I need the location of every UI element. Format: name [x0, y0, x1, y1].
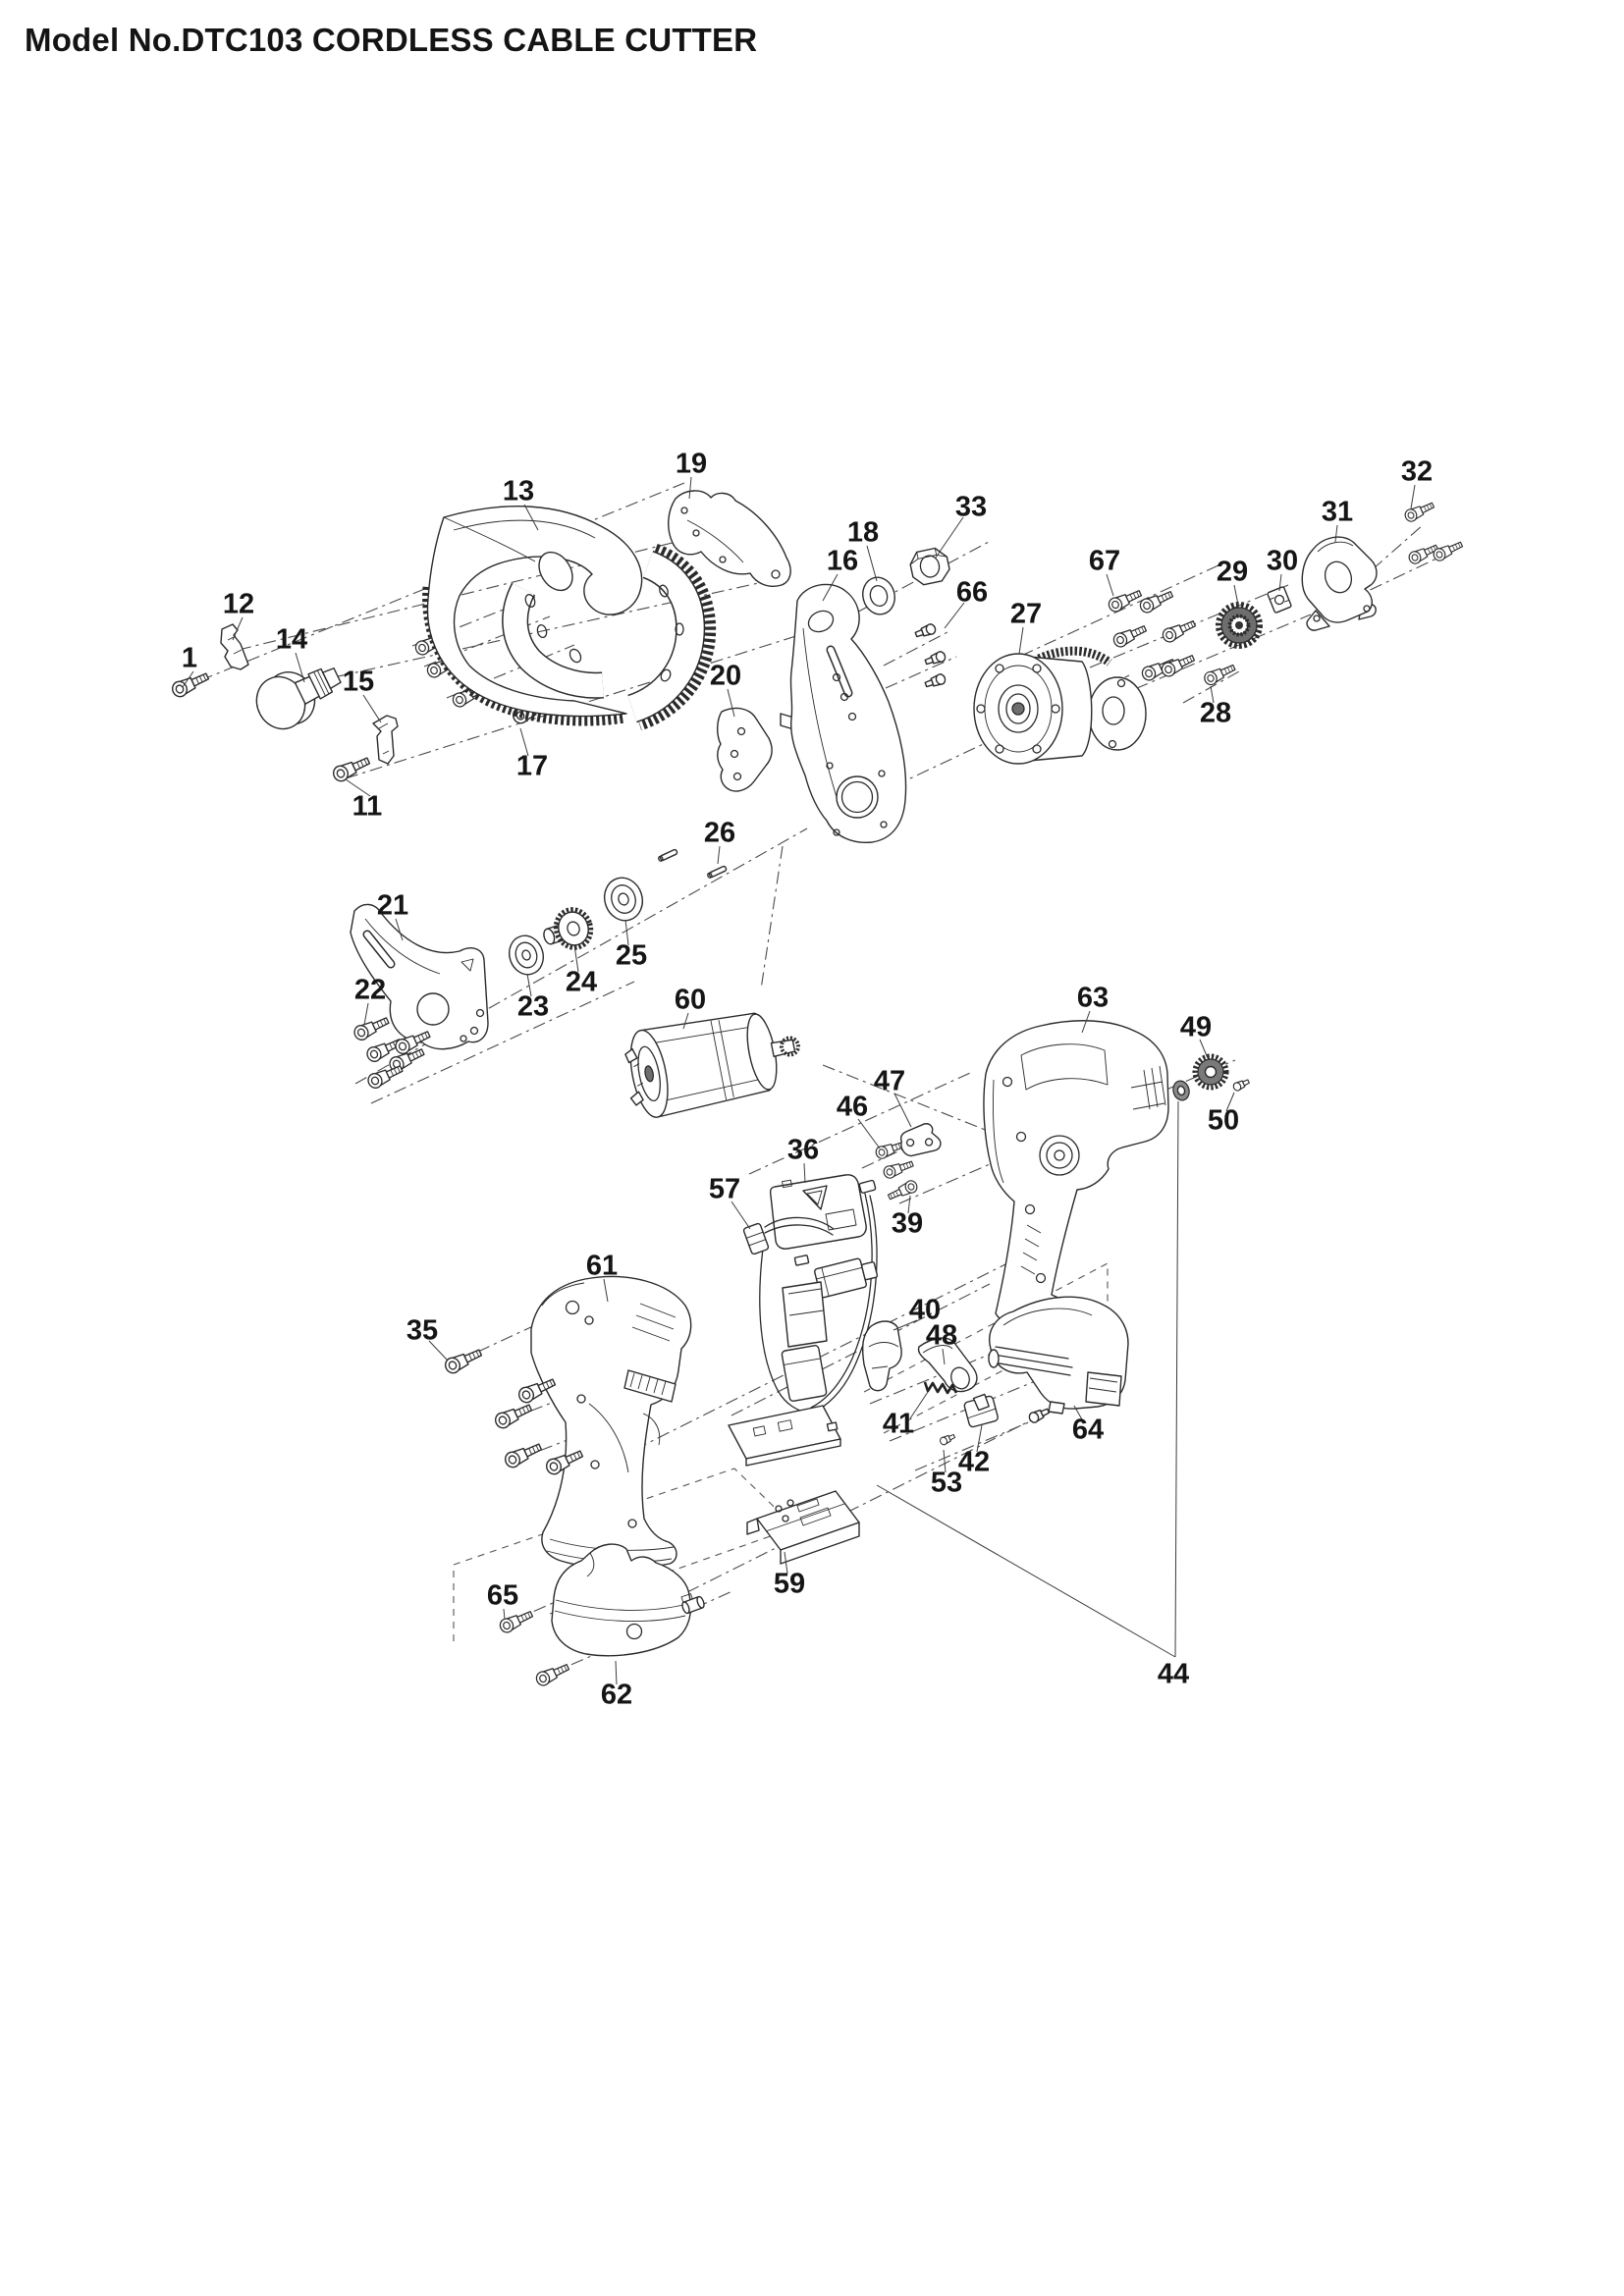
part-label-62: 62: [601, 1680, 632, 1711]
part-label-18: 18: [847, 517, 879, 549]
part-label-49: 49: [1180, 1012, 1212, 1043]
part-47-bracket: [899, 1123, 942, 1157]
part-label-13: 13: [503, 476, 534, 507]
part-label-60: 60: [675, 985, 706, 1016]
part-64-front-cover: [988, 1296, 1129, 1415]
part-label-46: 46: [837, 1092, 868, 1123]
part-33-nut: [909, 547, 950, 586]
part-label-17: 17: [516, 751, 548, 782]
part-label-40: 40: [909, 1295, 941, 1326]
part-label-16: 16: [827, 546, 858, 577]
part-18-washer: [862, 576, 895, 615]
part-label-64: 64: [1072, 1415, 1104, 1446]
part-13-blade-case: [422, 506, 643, 726]
part-36-switch-plate: [769, 1174, 867, 1250]
nut-right-of-62: [681, 1595, 705, 1615]
screw-near-64: [1027, 1405, 1052, 1425]
part-label-63: 63: [1077, 983, 1109, 1014]
part-65-screw: [497, 1607, 535, 1635]
part-50-screw: [1231, 1077, 1251, 1093]
part-label-11: 11: [352, 791, 383, 823]
part-63-housing-right: [983, 1020, 1169, 1344]
part-27-gear-housing: [973, 646, 1147, 765]
part-label-47: 47: [874, 1066, 905, 1097]
part-label-20: 20: [710, 661, 741, 692]
part-label-26: 26: [704, 818, 735, 849]
part-23-bearing: [508, 934, 545, 976]
part-31-bracket: [1301, 536, 1378, 631]
part-label-42: 42: [958, 1447, 990, 1478]
part-53-screw: [938, 1431, 957, 1447]
part-label-66: 66: [956, 577, 988, 609]
part-66-screws: [913, 621, 947, 691]
part-48-lever: [917, 1337, 978, 1393]
part-59-terminal: [746, 1490, 860, 1565]
page-title: Model No.DTC103 CORDLESS CABLE CUTTER: [25, 22, 758, 58]
battery-outline-44: [453, 1100, 1179, 1658]
part-24-pinion: [543, 907, 594, 950]
part-label-59: 59: [774, 1569, 805, 1600]
part-label-14: 14: [276, 624, 307, 656]
part-label-36: 36: [787, 1135, 819, 1166]
part-gear-blade: [626, 543, 717, 731]
part-label-35: 35: [406, 1315, 438, 1347]
part-21-bracket: [350, 903, 489, 1050]
part-label-30: 30: [1267, 546, 1298, 577]
part-label-65: 65: [487, 1580, 518, 1612]
part-62-bottom-cover: [551, 1543, 694, 1657]
part-30-plate: [1267, 586, 1292, 614]
part-16-plate: [780, 583, 907, 843]
part-26-pins: [658, 848, 728, 879]
part-label-61: 61: [586, 1251, 618, 1282]
part-14-knob: [255, 667, 342, 730]
part-label-53: 53: [931, 1468, 962, 1499]
part-label-23: 23: [517, 991, 549, 1023]
part-19-blade: [668, 490, 791, 587]
part-label-21: 21: [377, 890, 408, 922]
part-41-spring: [923, 1381, 958, 1395]
part-label-67: 67: [1089, 546, 1120, 577]
part-60-motor: [624, 1012, 800, 1118]
part-label-44: 44: [1158, 1659, 1189, 1690]
part-57-switch-assembly: [728, 1179, 879, 1467]
part-20-plate: [717, 707, 773, 792]
part-label-50: 50: [1208, 1105, 1239, 1137]
part-blade-inner: [502, 582, 604, 699]
part-label-12: 12: [223, 589, 254, 620]
part-61-housing-left: [530, 1275, 692, 1570]
part-49-cap: [1172, 1053, 1229, 1101]
part-40-trigger: [861, 1320, 902, 1392]
part-label-32: 32: [1401, 456, 1433, 488]
part-label-1: 1: [182, 643, 197, 674]
part-label-39: 39: [892, 1208, 923, 1240]
part-label-19: 19: [676, 449, 707, 480]
screw-below-62: [533, 1660, 571, 1688]
part-label-31: 31: [1322, 497, 1353, 528]
part-25-bearing: [603, 877, 644, 922]
label-leaders: [182, 476, 1416, 1685]
part-label-24: 24: [566, 967, 597, 998]
part-11-screw: [330, 753, 373, 784]
part-35-screw: [442, 1345, 485, 1376]
part-32-screws: [1402, 499, 1465, 566]
part-label-25: 25: [616, 940, 647, 972]
part-label-41: 41: [883, 1409, 914, 1440]
part-12-clip: [220, 623, 249, 670]
part-label-22: 22: [354, 975, 386, 1006]
part-label-29: 29: [1217, 557, 1248, 588]
part-label-15: 15: [343, 667, 374, 698]
part-label-28: 28: [1200, 698, 1231, 729]
part-29-gear: [1216, 602, 1263, 649]
part-label-48: 48: [926, 1320, 957, 1352]
part-42-clip: [963, 1393, 999, 1428]
part-39-screw: [886, 1178, 920, 1203]
part-label-27: 27: [1010, 599, 1042, 630]
part-label-57: 57: [709, 1174, 740, 1205]
part-15-clip: [372, 715, 399, 765]
part-28-screw: [1202, 661, 1238, 688]
part-label-33: 33: [955, 492, 987, 523]
